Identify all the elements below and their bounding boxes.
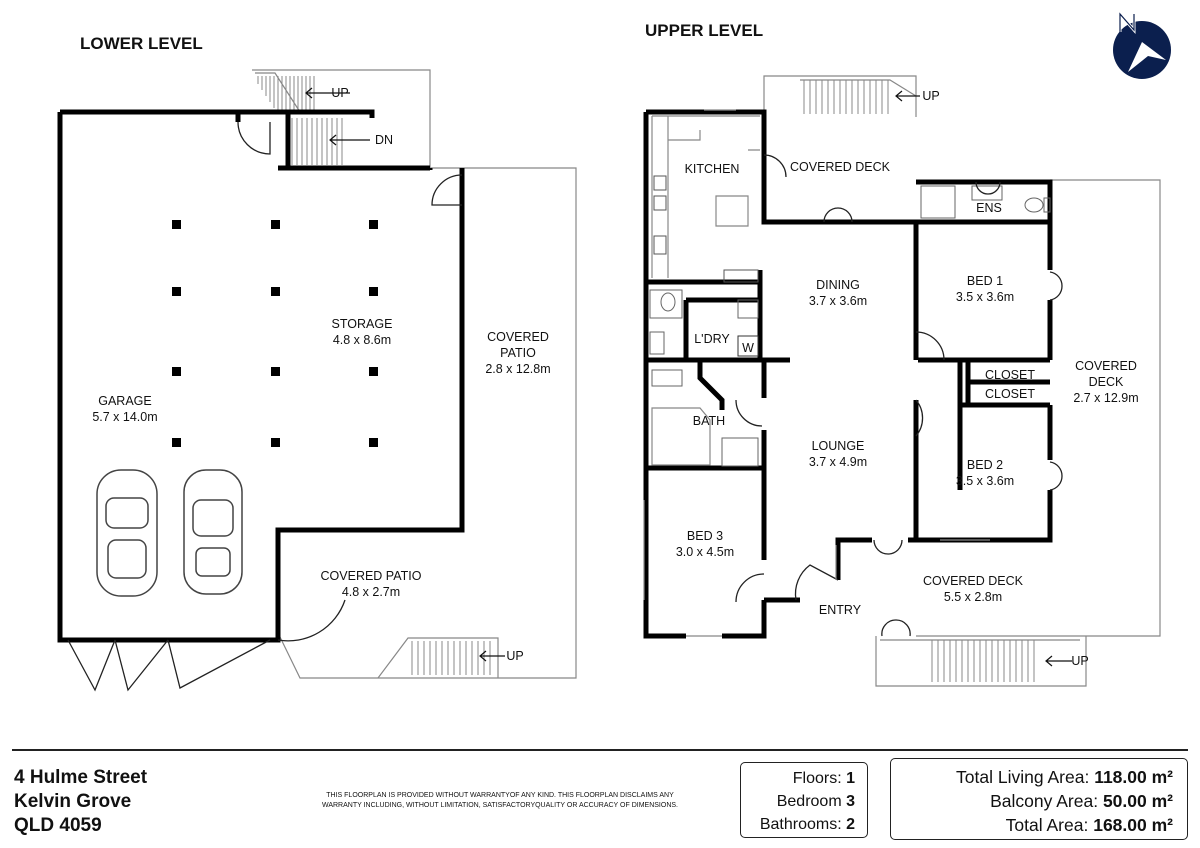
floors-label: Floors: xyxy=(792,770,842,787)
balcony-area-row: Balcony Area: 50.00 m² xyxy=(891,789,1173,813)
bathrooms-value: 2 xyxy=(846,816,855,833)
area-summary-box: Total Living Area: 118.00 m² Balcony Are… xyxy=(890,758,1188,840)
bathrooms-label: Bathrooms: xyxy=(759,816,842,833)
garage-label: GARAGE xyxy=(98,394,152,408)
front-deck-size: 5.5 x 2.8m xyxy=(944,590,1002,604)
upper-level-plan: UP UP xyxy=(643,75,1161,687)
north-compass-icon xyxy=(1113,10,1171,79)
bed3-label: BED 3 xyxy=(687,529,723,543)
address-line-1: 4 Hulme Street xyxy=(14,767,148,788)
storage-columns xyxy=(172,220,378,447)
lounge-size: 3.7 x 4.9m xyxy=(809,455,867,469)
lower-stair-bottom: UP xyxy=(377,637,524,679)
upper-stair-bottom: UP xyxy=(880,639,1089,682)
bedroom-label: Bedroom xyxy=(776,793,842,810)
living-area-value: 118.00 m² xyxy=(1094,767,1173,787)
bed1-label: BED 1 xyxy=(967,274,1003,288)
garage-size: 5.7 x 14.0m xyxy=(92,410,157,424)
closet2-label: CLOSET xyxy=(985,387,1035,401)
dining-size: 3.7 x 3.6m xyxy=(809,294,867,308)
bed2-size: 3.5 x 3.6m xyxy=(956,474,1014,488)
upper-level-heading: UPPER LEVEL xyxy=(645,21,763,40)
right-deck-label-2: DECK xyxy=(1089,375,1124,389)
convertible-car-icon xyxy=(183,469,243,595)
closet1-label: CLOSET xyxy=(985,368,1035,382)
footer-divider xyxy=(12,749,1188,751)
address-line-3: QLD 4059 xyxy=(14,815,102,836)
side-patio-label: COVERED xyxy=(487,330,549,344)
upper-stair-top: UP xyxy=(800,79,940,114)
balcony-area-label: Balcony Area: xyxy=(990,791,1099,811)
floorplan-drawing: LOWER LEVEL UPPER LEVEL U xyxy=(57,10,1171,692)
rooms-summary-box: Floors: 1 Bedroom 3 Bathrooms: 2 xyxy=(740,762,868,838)
upper-stair-up-bottom-label: UP xyxy=(1071,654,1088,668)
bathrooms-row: Bathrooms: 2 xyxy=(741,813,855,836)
bath-label: BATH xyxy=(693,414,725,428)
bed2-label: BED 2 xyxy=(967,458,1003,472)
living-area-row: Total Living Area: 118.00 m² xyxy=(891,765,1173,789)
bed1-size: 3.5 x 3.6m xyxy=(956,290,1014,304)
right-deck-label: COVERED xyxy=(1075,359,1137,373)
bedroom-row: Bedroom 3 xyxy=(741,790,855,813)
living-area-label: Total Living Area: xyxy=(956,767,1090,787)
lower-level-plan: UP DN xyxy=(57,69,577,692)
storage-size: 4.8 x 8.6m xyxy=(333,333,391,347)
lower-stair-dn-label: DN xyxy=(375,133,393,147)
laundry-label: L'DRY xyxy=(694,332,730,346)
right-deck-size: 2.7 x 12.9m xyxy=(1073,391,1138,405)
lower-level-heading: LOWER LEVEL xyxy=(80,34,203,53)
bedroom-value: 3 xyxy=(846,793,855,810)
car-icon xyxy=(96,469,158,597)
lounge-label: LOUNGE xyxy=(812,439,865,453)
address-line-2: Kelvin Grove xyxy=(14,791,132,812)
lower-stair-up-label: UP xyxy=(331,86,348,100)
front-patio-size: 4.8 x 2.7m xyxy=(342,585,400,599)
upper-stair-up-top-label: UP xyxy=(922,89,939,103)
total-area-row: Total Area: 168.00 m² xyxy=(891,813,1173,837)
side-patio-size: 2.8 x 12.8m xyxy=(485,362,550,376)
covered-deck-top-label: COVERED DECK xyxy=(790,160,891,174)
ensuite-label: ENS xyxy=(976,201,1002,215)
lower-stair-up-bottom-label: UP xyxy=(506,649,523,663)
dining-label: DINING xyxy=(816,278,860,292)
property-address: 4 Hulme Street Kelvin Grove QLD 4059 xyxy=(14,766,147,838)
balcony-area-value: 50.00 m² xyxy=(1102,791,1173,811)
disclaimer: THIS FLOORPLAN IS PROVIDED WITHOUT WARRA… xyxy=(300,791,700,811)
bed3-size: 3.0 x 4.5m xyxy=(676,545,734,559)
lower-stair-top: UP xyxy=(255,72,350,113)
entry-label: ENTRY xyxy=(819,603,862,617)
lower-stair-dn: DN xyxy=(291,118,393,165)
floors-value: 1 xyxy=(846,770,855,787)
total-area-value: 168.00 m² xyxy=(1093,815,1173,835)
kitchen-label: KITCHEN xyxy=(685,162,740,176)
total-area-label: Total Area: xyxy=(1005,815,1089,835)
washer-label: W xyxy=(742,341,754,355)
disclaimer-line-1: THIS FLOORPLAN IS PROVIDED WITHOUT WARRA… xyxy=(326,792,674,799)
storage-label: STORAGE xyxy=(332,317,393,331)
disclaimer-line-2: WARRANTY INCLUDING, WITHOUT LIMITATION, … xyxy=(321,802,678,809)
side-patio-label-2: PATIO xyxy=(500,346,536,360)
front-patio-label: COVERED PATIO xyxy=(321,569,422,583)
floors-row: Floors: 1 xyxy=(741,767,855,790)
front-deck-label: COVERED DECK xyxy=(923,574,1024,588)
